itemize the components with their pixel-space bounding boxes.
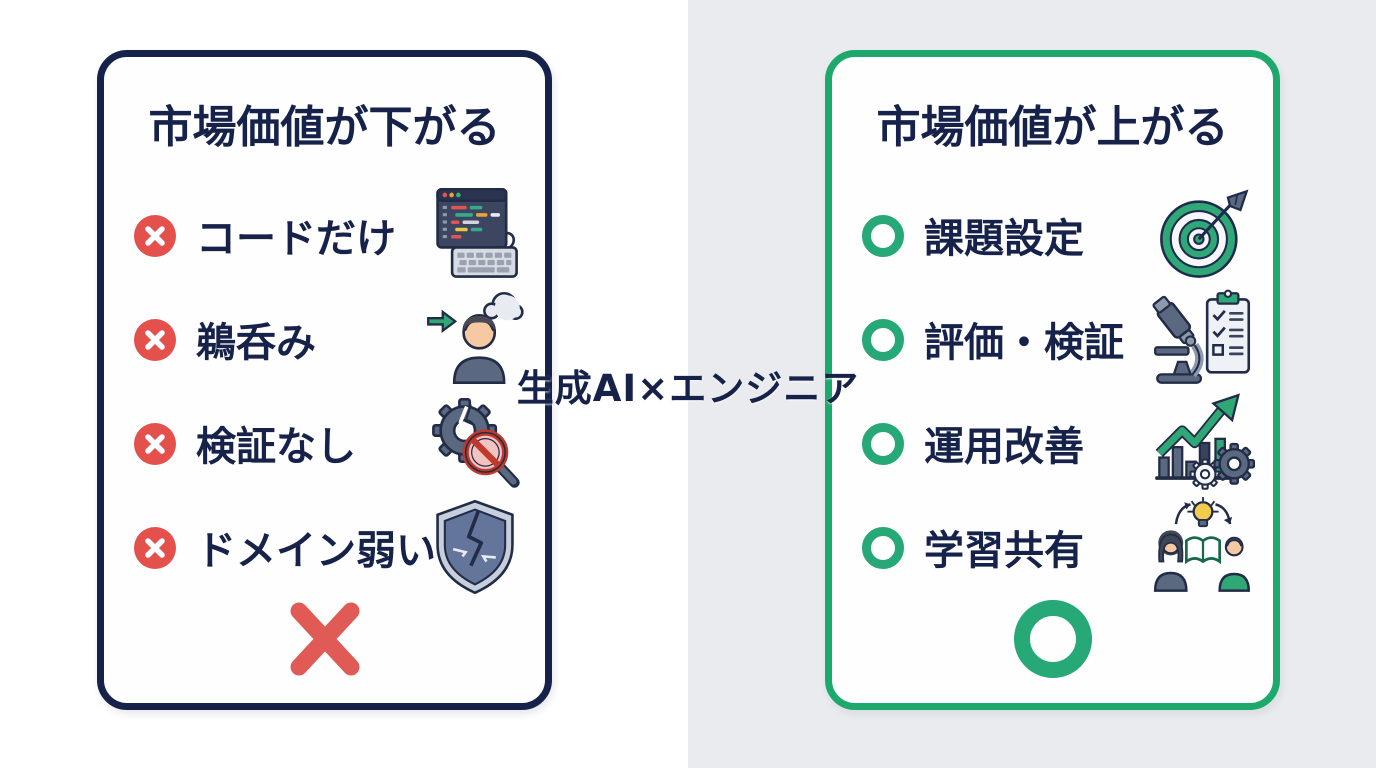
- list-item-label: 学習共有: [924, 528, 1084, 574]
- center-title: 生成AI×エンジニア: [516, 367, 860, 410]
- list-item: 評価・検証: [832, 287, 1273, 391]
- growth-chart-gears-icon: [1151, 391, 1255, 495]
- x-badge-icon: [134, 527, 176, 569]
- x-badge-icon: [134, 319, 176, 361]
- target-dart-icon: [1151, 183, 1255, 287]
- o-ring-icon: [862, 527, 904, 569]
- microscope-checklist-icon: [1151, 287, 1255, 391]
- market-value-up-card: 市場価値が上がる 課題設定 評価・検証: [825, 50, 1280, 710]
- list-item: コードだけ: [104, 183, 545, 287]
- list-item: 検証なし: [104, 391, 545, 495]
- list-item: 学習共有: [832, 495, 1273, 599]
- list-item: ドメイン弱い: [104, 495, 545, 599]
- o-ring-icon: [862, 423, 904, 465]
- list-item-label: 鵜呑み: [196, 320, 316, 366]
- knowledge-sharing-icon: [1151, 495, 1255, 599]
- list-item-label: 評価・検証: [924, 320, 1124, 366]
- right-card-title: 市場価値が上がる: [876, 102, 1229, 153]
- code-editor-keyboard-icon: [423, 183, 527, 287]
- x-badge-icon: [134, 215, 176, 257]
- list-item-label: コードだけ: [196, 216, 396, 262]
- o-ring-icon: [862, 319, 904, 361]
- list-item-label: 課題設定: [924, 216, 1084, 262]
- person-thinking-icon: [423, 287, 527, 391]
- large-cross-mark: [283, 597, 367, 681]
- x-badge-icon: [134, 423, 176, 465]
- cracked-shield-icon: [423, 495, 527, 599]
- list-item-label: 運用改善: [924, 424, 1084, 470]
- list-item: 課題設定: [832, 183, 1273, 287]
- broken-gear-prohibited-icon: [423, 391, 527, 495]
- left-card-title: 市場価値が下がる: [148, 102, 501, 153]
- o-ring-icon: [862, 215, 904, 257]
- list-item-label: ドメイン弱い: [196, 528, 436, 574]
- market-value-down-card: 市場価値が下がる コードだけ: [97, 50, 552, 710]
- list-item: 運用改善: [832, 391, 1273, 495]
- large-circle-mark: [1011, 597, 1095, 681]
- list-item-label: 検証なし: [196, 424, 356, 470]
- list-item: 鵜呑み: [104, 287, 545, 391]
